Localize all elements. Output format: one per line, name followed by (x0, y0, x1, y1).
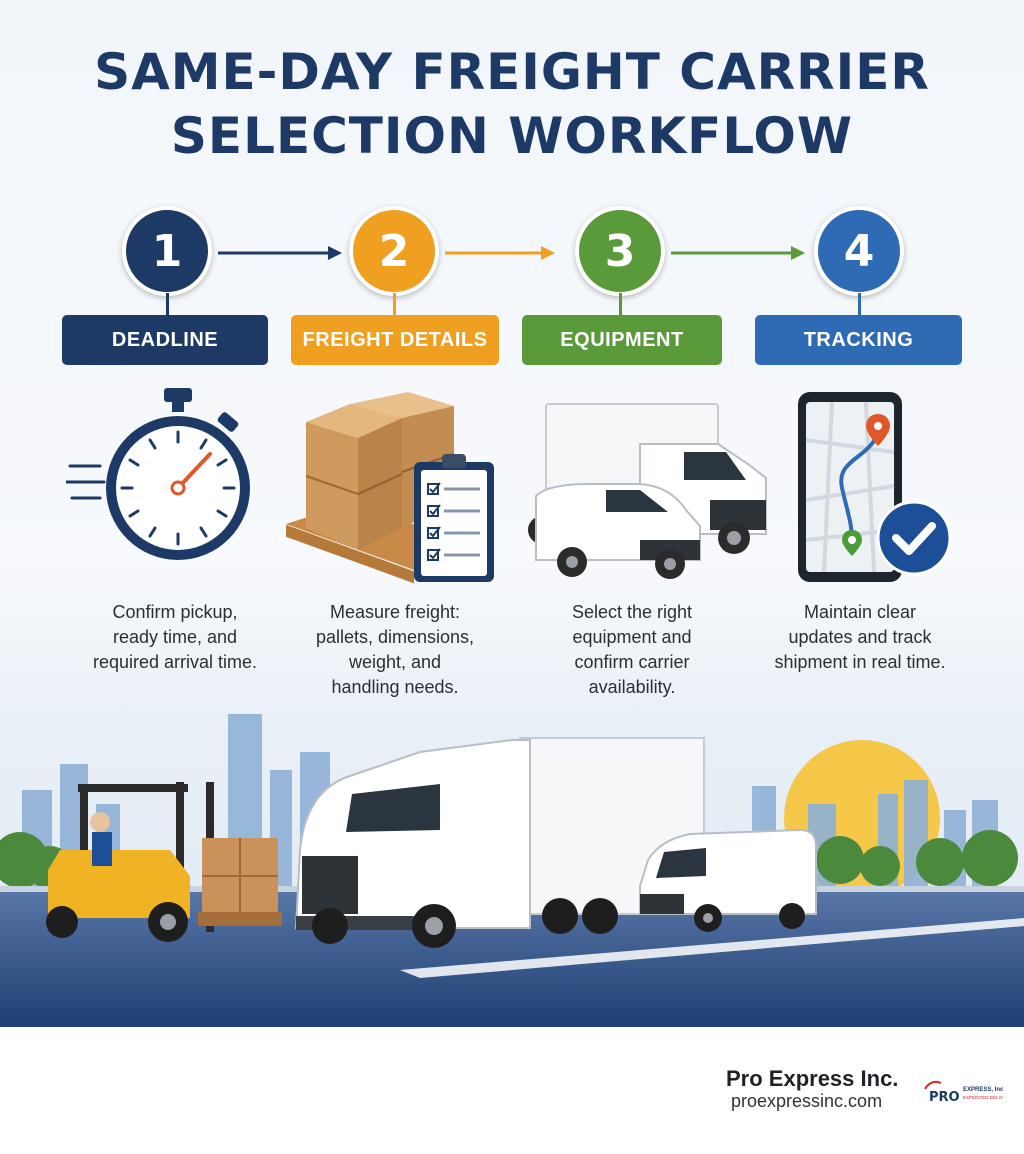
pro-express-logo: PRO EXPRESS, Inc. EXPEDITED DELIVERY (924, 1080, 1003, 1105)
infographic-poster: SAME-DAY FREIGHT CARRIER SELECTION WORKF… (0, 0, 1024, 1027)
company-url[interactable]: proexpressinc.com (731, 1091, 883, 1111)
step-4-description-line: Maintain clear (803, 602, 917, 622)
cargo-van-icon (639, 828, 817, 932)
step-3-description-line: availability. (588, 677, 676, 697)
step-4-description: Maintain clear updates and track shipmen… (750, 600, 970, 675)
step-3-label: EQUIPMENT (522, 315, 722, 365)
city-road-scene (0, 714, 1024, 1027)
step-4-label-text: TRACKING (803, 328, 914, 351)
step-2-label: FREIGHT DETAILS (291, 315, 499, 365)
step-1-circle: 1 (122, 206, 212, 296)
page-title: SAME-DAY FREIGHT CARRIER SELECTION WORKF… (0, 40, 1024, 168)
step-2-label-text: FREIGHT DETAILS (302, 328, 488, 351)
forklift-icon (46, 782, 282, 942)
step-1-description-line: Confirm pickup, (112, 602, 238, 622)
svg-text:PRO: PRO (929, 1090, 960, 1105)
step-3-label-text: EQUIPMENT (560, 328, 684, 351)
step-4-description-line: shipment in real time. (774, 652, 946, 672)
step-4-circle: 4 (814, 206, 904, 296)
step-1-description-line: ready time, and (112, 627, 238, 647)
step-2-description-line: weight, and (348, 652, 442, 672)
step-1-label: DEADLINE (62, 315, 268, 365)
step-2-description-line: Measure freight: (329, 602, 461, 622)
step-1-description: Confirm pickup, ready time, and required… (65, 600, 285, 675)
step-3-stem (619, 293, 622, 319)
step-3-circle: 3 (575, 206, 665, 296)
step-2-description-line: handling needs. (331, 677, 459, 697)
step-4-description-line: updates and track (788, 627, 932, 647)
truck-van-icon (528, 403, 767, 579)
semi-truck-icon (294, 737, 705, 948)
step-2-stem (393, 293, 396, 319)
svg-text:EXPRESS, Inc.: EXPRESS, Inc. (963, 1087, 1003, 1093)
step-1-number: 1 (151, 225, 183, 277)
step-3-description-line: equipment and (572, 627, 692, 647)
title-line-1: SAME-DAY FREIGHT CARRIER (94, 43, 930, 101)
step-1-stem (166, 293, 169, 319)
phone-map-icon (798, 392, 952, 582)
step-3-number: 3 (604, 225, 636, 277)
step-2-description-line: pallets, dimensions, (315, 627, 475, 647)
company-name: Pro Express Inc. (726, 1066, 899, 1091)
boxes-clipboard-icon (286, 392, 494, 584)
step-1-label-text: DEADLINE (111, 328, 219, 351)
step-3-description-line: Select the right (571, 602, 693, 622)
arrow-right-icon (671, 246, 805, 260)
step-4-number: 4 (843, 225, 875, 277)
step-3-description: Select the right equipment and confirm c… (522, 600, 742, 700)
step-2-description: Measure freight: pallets, dimensions, we… (285, 600, 505, 700)
title-line-2: SELECTION WORKFLOW (170, 107, 854, 165)
step-3-description-line: confirm carrier (574, 652, 690, 672)
step-4-stem (858, 293, 861, 319)
stopwatch-icon (66, 388, 250, 560)
step-4-label: TRACKING (755, 315, 962, 365)
step-1-description-line: required arrival time. (92, 652, 258, 672)
step-2-circle: 2 (349, 206, 439, 296)
svg-text:EXPEDITED DELIVERY: EXPEDITED DELIVERY (963, 1095, 1003, 1100)
step-2-number: 2 (378, 225, 410, 277)
arrow-right-icon (445, 246, 555, 260)
arrow-right-icon (218, 246, 342, 260)
